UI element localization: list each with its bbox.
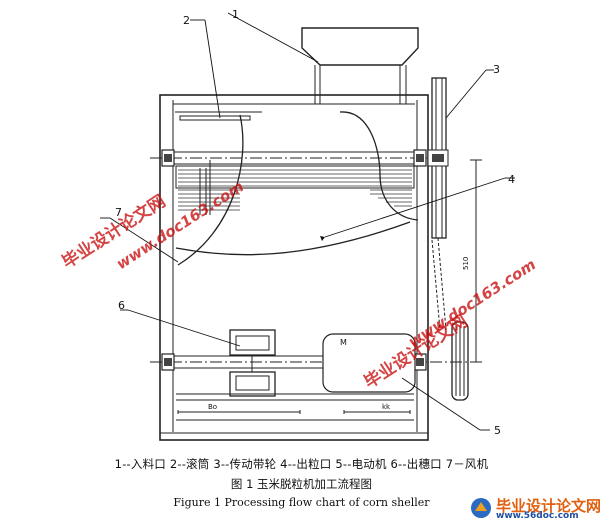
callout-4: 4 [508, 173, 515, 186]
drum [175, 165, 415, 189]
caption-en: Figure 1 Processing flow chart of corn s… [173, 496, 430, 509]
motor-label: M [340, 338, 347, 347]
callout-5: 5 [494, 424, 501, 437]
site-logo: 毕业设计论文网 www.56doc.com [470, 494, 602, 522]
legend-text: 1--入料口 2--滚筒 3--传动带轮 4--出粒口 5--电动机 6--出穗… [114, 457, 489, 471]
dim-bottom-left: Bo [208, 403, 217, 411]
dim-vertical: 510 [462, 257, 470, 270]
inlet-hopper [301, 27, 419, 66]
callout-3: 3 [493, 63, 500, 76]
logo-url: www.56doc.com [496, 511, 579, 521]
callout-6: 6 [118, 299, 125, 312]
housing-outer [159, 94, 429, 441]
callout-7: 7 [115, 206, 122, 219]
motor-body [322, 333, 416, 393]
callout-1: 1 [232, 8, 239, 21]
logo-mark-icon [471, 498, 491, 518]
drum-hatching [178, 169, 412, 211]
corn-sheller-drawing: 1 2 3 4 7 6 5 M 510 Bo kk [100, 8, 515, 441]
logo-text: 毕业设计论文网 [496, 497, 602, 515]
callout-2: 2 [183, 14, 190, 27]
caption-cn: 图 1 玉米脱粒机加工流程图 [230, 477, 373, 491]
dim-bottom-right: kk [382, 403, 391, 411]
